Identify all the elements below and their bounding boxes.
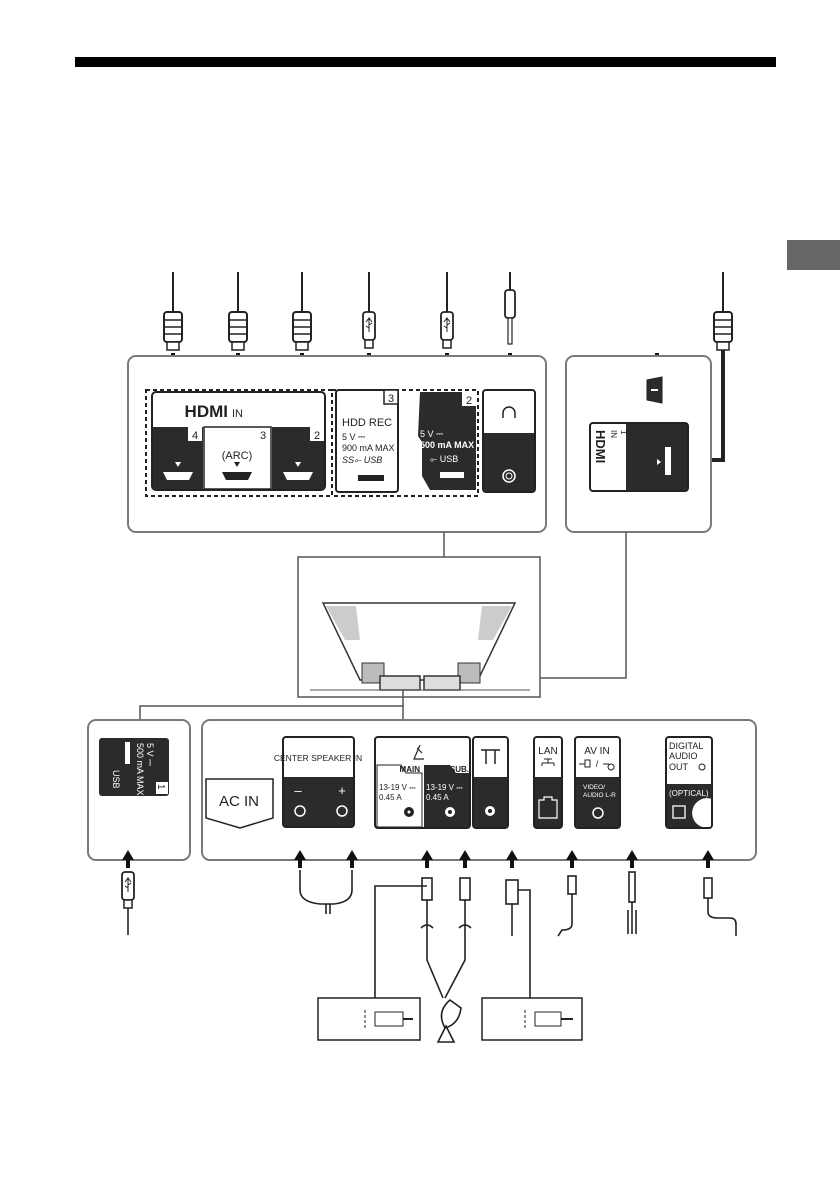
ac-in-text: AC IN bbox=[219, 793, 259, 810]
audio-label: AUDIO bbox=[669, 751, 698, 761]
port-number: 2 bbox=[466, 395, 472, 407]
arc-label: (ARC) bbox=[222, 450, 253, 462]
center-speaker-label: CENTER SPEAKER IN bbox=[274, 753, 362, 763]
usb-label: SS⟜ USB bbox=[342, 455, 382, 465]
usb-label: ⟜ USB bbox=[430, 454, 458, 464]
minus-label: – bbox=[294, 783, 302, 798]
section-tab bbox=[787, 240, 840, 270]
optical-icon bbox=[698, 763, 706, 771]
port-number: 4 bbox=[192, 430, 198, 442]
tv-rear-illustration bbox=[139, 532, 627, 720]
plus-label: + bbox=[338, 783, 346, 798]
main-spec: 0.45 A bbox=[379, 793, 402, 802]
satellite-dish-icon bbox=[436, 998, 462, 1043]
in-label: IN bbox=[609, 430, 618, 438]
current-label: 500 mA MAX bbox=[420, 440, 474, 450]
slash-label: / bbox=[596, 759, 599, 769]
hdd-rec-label: HDD REC bbox=[342, 417, 392, 429]
voltage-label: 5 V ⎓ bbox=[342, 432, 365, 442]
out-label: OUT bbox=[669, 762, 689, 772]
sub-spec: 0.45 A bbox=[426, 793, 449, 802]
port-number: 3 bbox=[388, 393, 394, 405]
antenna-cable-input[interactable] bbox=[472, 736, 509, 829]
port-number: 1 bbox=[619, 430, 628, 435]
hdmi-logo: HDMI bbox=[593, 430, 608, 463]
main-spec: 13-19 V ⎓ bbox=[379, 783, 416, 792]
bottom-cables bbox=[121, 870, 737, 999]
hdmi-in-label: IN bbox=[232, 408, 243, 420]
digital-label: DIGITAL bbox=[669, 741, 703, 751]
digital-audio-out-port[interactable]: DIGITAL AUDIO OUT (OPTICAL) bbox=[665, 736, 713, 829]
main-label: MAIN bbox=[400, 765, 421, 774]
audio-label: AUDIO L-R bbox=[583, 792, 616, 799]
current-label: 900 mA MAX bbox=[342, 443, 395, 453]
antenna-icon bbox=[413, 744, 424, 760]
usb-cable-2 bbox=[440, 311, 454, 349]
header-bar bbox=[75, 57, 776, 67]
headphone-jack[interactable] bbox=[482, 389, 536, 493]
center-speaker-in[interactable]: CENTER SPEAKER IN – + bbox=[274, 736, 362, 828]
antenna-connector-detail bbox=[481, 997, 583, 1041]
hdmi-cable-3 bbox=[228, 311, 248, 351]
input-icon bbox=[579, 759, 615, 771]
usb-cable-hdd bbox=[362, 311, 376, 349]
tv-antenna-icon bbox=[481, 749, 500, 764]
hdd-rec-usb-port[interactable]: 3 HDD REC 5 V ⎓ 900 mA MAX SS⟜ USB bbox=[335, 389, 400, 494]
voltage-label: 5 V ⎓ bbox=[145, 743, 155, 766]
video-label: VIDEO/ bbox=[583, 784, 605, 791]
port-number: 1 bbox=[155, 784, 166, 790]
port-number: 3 bbox=[260, 430, 266, 442]
voltage-label: 5 V ⎓ bbox=[420, 429, 443, 439]
usb-label: USB bbox=[111, 770, 121, 789]
sub-spec: 13-19 V ⎓ bbox=[426, 783, 463, 792]
ac-in-label: AC IN bbox=[205, 778, 274, 829]
lan-label: LAN bbox=[538, 746, 557, 757]
sub-label: SUB. bbox=[450, 765, 469, 774]
port-number: 2 bbox=[314, 430, 320, 442]
hdmi-logo: HDMI bbox=[185, 402, 228, 421]
usb-port-2[interactable]: 2 5 V ⎓ 500 mA MAX ⟜ USB bbox=[418, 392, 476, 490]
hdmi-cable-1 bbox=[713, 311, 733, 351]
network-icon bbox=[541, 758, 555, 766]
hdmi-in-group: HDMI IN 4 3 (ARC) 2 bbox=[151, 391, 326, 491]
hdmi-port-1[interactable]: HDMI IN 1 bbox=[589, 422, 689, 492]
headphone-plug bbox=[504, 289, 516, 345]
hdmi-port-1-illustration bbox=[646, 376, 663, 404]
hdmi-cable-4 bbox=[163, 311, 183, 351]
satellite-connector-detail bbox=[317, 997, 421, 1041]
hdmi-cable-2 bbox=[292, 311, 312, 351]
lan-port[interactable]: LAN bbox=[533, 736, 563, 829]
av-in-port[interactable]: AV IN / VIDEO/ AUDIO L-R bbox=[574, 736, 621, 829]
satellite-input[interactable]: MAIN SUB. 13-19 V ⎓ 0.45 A 13-19 V ⎓ 0.4… bbox=[374, 736, 471, 829]
optical-label: (OPTICAL) bbox=[669, 789, 709, 798]
headphone-icon bbox=[502, 406, 516, 418]
current-label: 500 mA MAX bbox=[135, 743, 145, 796]
av-in-label: AV IN bbox=[584, 746, 609, 757]
usb-port-1[interactable]: 5 V ⎓ 500 mA MAX USB 1 bbox=[99, 738, 169, 796]
